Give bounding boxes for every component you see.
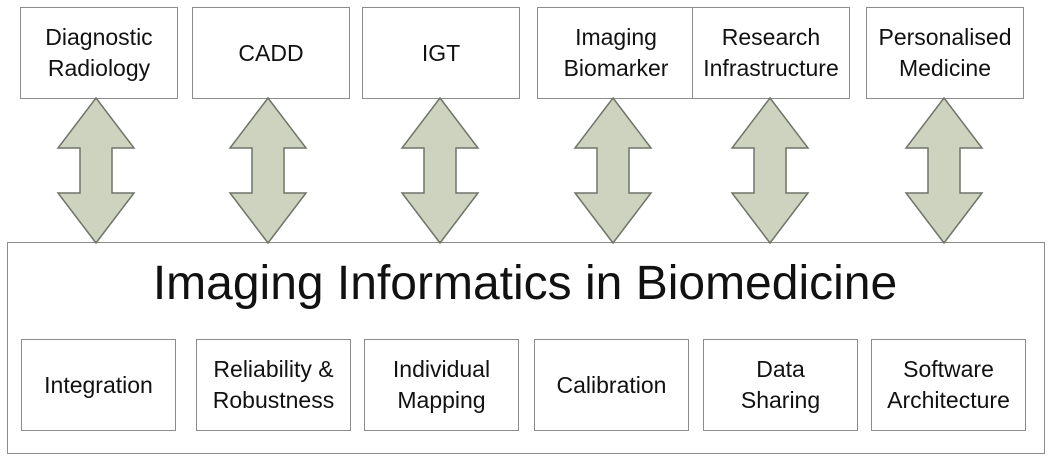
box-imaging-biomarker: Imaging Biomarker	[537, 7, 695, 99]
box-diagnostic-radiology: Diagnostic Radiology	[20, 7, 178, 99]
box-igt: IGT	[362, 7, 520, 99]
box-research-infrastructure: Research Infrastructure	[692, 7, 850, 99]
box-data-sharing: Data Sharing	[703, 339, 858, 431]
arrow-igt	[400, 96, 480, 245]
arrow-cadd	[228, 96, 308, 245]
box-integration: Integration	[21, 339, 176, 431]
box-calibration: Calibration	[534, 339, 689, 431]
arrow-personalised-medicine	[904, 96, 984, 245]
box-software-architecture: Software Architecture	[871, 339, 1026, 431]
arrow-diagnostic-radiology	[56, 96, 136, 245]
arrow-imaging-biomarker	[573, 96, 653, 245]
box-personalised-medicine: Personalised Medicine	[866, 7, 1024, 99]
box-cadd: CADD	[192, 7, 350, 99]
box-reliability-robustness: Reliability & Robustness	[196, 339, 351, 431]
arrow-research-infrastructure	[730, 96, 810, 245]
main-title: Imaging Informatics in Biomedicine	[152, 257, 898, 310]
box-individual-mapping: Individual Mapping	[364, 339, 519, 431]
